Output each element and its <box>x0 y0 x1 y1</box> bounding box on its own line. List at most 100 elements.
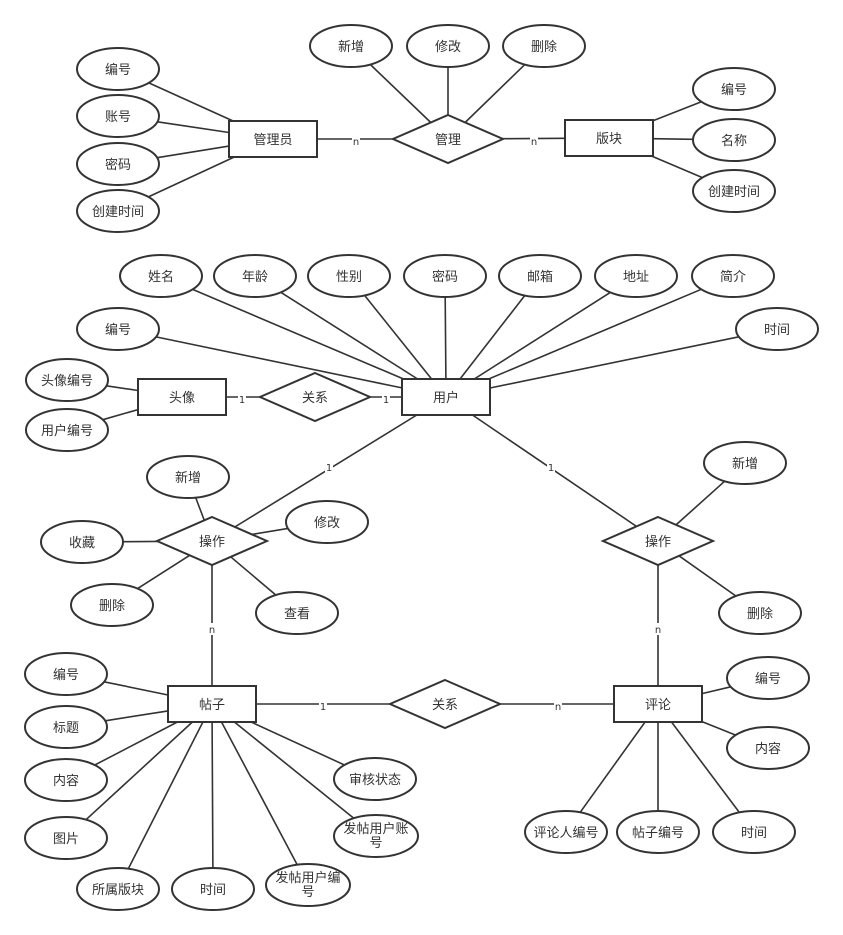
attribute-a_cmt_time: 时间 <box>712 810 796 854</box>
attribute-a_cmt_pid: 帖子编号 <box>616 810 700 854</box>
cardinality-bg <box>352 135 360 147</box>
entity-shape <box>613 685 703 723</box>
attribute-shape <box>406 24 490 68</box>
node-label: 时间 <box>764 323 790 338</box>
attribute-a_avatar_uid: 用户编号 <box>25 408 109 452</box>
edge-a_op1_view-to-rel_user_post_op <box>230 556 277 596</box>
node-label: 头像编号 <box>41 374 93 389</box>
edge-a_post_image-to-ent_post <box>85 721 193 821</box>
node-label: 内容 <box>53 773 79 789</box>
attribute-a_op1_view: 查看 <box>255 591 339 635</box>
relationship-shape <box>600 515 716 567</box>
cardinality-label: n <box>655 625 661 636</box>
attribute-shape <box>703 441 787 485</box>
attribute-a_manage_del: 删除 <box>502 24 586 68</box>
node-label: 姓名 <box>148 269 174 285</box>
cardinality-bg <box>530 135 538 147</box>
edge-a_user_age-to-ent_user <box>280 291 419 380</box>
attribute-a_op2_del: 删除 <box>718 591 802 635</box>
node-label: 用户编号 <box>41 423 93 439</box>
entity-shape <box>137 378 227 416</box>
entity-shape <box>564 119 654 157</box>
node-label: 头像 <box>169 391 195 406</box>
attribute-shape <box>691 254 775 298</box>
node-label: 新增 <box>175 470 201 486</box>
attribute-a_user_addr: 地址 <box>594 254 678 298</box>
cardinality-label: n <box>555 702 561 713</box>
attribute-a_post_account: 发帖用户账号 <box>333 814 419 858</box>
attribute-shape <box>726 726 810 770</box>
attribute-shape <box>76 142 160 186</box>
node-label: 账号 <box>105 110 131 125</box>
edge-a_post_title-to-ent_post <box>105 710 169 722</box>
edge-a_user_id-to-ent_user <box>155 336 403 389</box>
node-label: 收藏 <box>69 536 95 551</box>
node-label: 新增 <box>338 39 364 55</box>
nodes-layer: 管理员版块用户头像帖子评论管理关系操作操作关系编号账号密码创建时间新增修改删除编… <box>24 24 819 911</box>
attribute-shape <box>718 591 802 635</box>
edge-a_user_name-to-ent_user <box>192 288 404 380</box>
attribute-a_post_board: 所属版块 <box>76 867 160 911</box>
cardinality-bg <box>319 700 327 712</box>
edge-a_user_email-to-ent_user <box>459 295 526 380</box>
attribute-shape <box>146 455 230 499</box>
node-label: 评论 <box>645 698 671 713</box>
attribute-shape <box>25 408 109 452</box>
edge-a_post_content-to-ent_post <box>94 721 178 766</box>
node-label: 创建时间 <box>92 205 144 220</box>
node-label: 发帖用户账号 <box>343 821 408 851</box>
edge-a_post_id-to-ent_post <box>103 681 169 696</box>
entity-ent_admin: 管理员 <box>228 120 318 158</box>
attribute-a_post_id: 编号 <box>24 652 108 696</box>
node-label: 地址 <box>623 270 649 285</box>
node-label: 审核状态 <box>349 773 401 788</box>
attribute-a_board_id: 编号 <box>692 67 776 111</box>
attribute-a_user_name: 姓名 <box>119 254 203 298</box>
entity-shape <box>167 685 257 723</box>
edge-a_admin_id-to-ent_admin <box>148 82 234 122</box>
attribute-shape <box>333 757 417 801</box>
attribute-shape <box>119 254 203 298</box>
relationship-shape <box>387 678 503 730</box>
edge-a_user_gender-to-ent_user <box>363 294 433 380</box>
attribute-a_user_age: 年龄 <box>213 254 297 298</box>
edge-a_admin_account-to-ent_admin <box>157 121 230 134</box>
attribute-a_op2_add: 新增 <box>703 441 787 485</box>
attribute-a_manage_edit: 修改 <box>406 24 490 68</box>
attribute-a_user_email: 邮箱 <box>498 254 582 298</box>
node-label: 编号 <box>755 672 781 687</box>
attribute-shape <box>692 118 776 162</box>
node-label: 关系 <box>432 698 458 713</box>
edge-a_post_uid-to-ent_post <box>220 721 298 866</box>
attribute-a_user_intro: 简介 <box>691 254 775 298</box>
attribute-a_post_image: 图片 <box>24 816 108 860</box>
cardinality-bg <box>547 461 555 473</box>
edge-ent_board-to-a_board_name <box>652 137 694 141</box>
node-label: 图片 <box>53 832 79 847</box>
edge-a_user_addr-to-ent_user <box>473 291 611 380</box>
node-label: 编号 <box>105 323 131 338</box>
relationship-shape <box>154 515 270 567</box>
node-label: 查看 <box>284 606 310 622</box>
edge-ent_comment-to-a_cmt_id <box>701 686 731 695</box>
node-label: 时间 <box>741 826 767 841</box>
edge-a_post_time-to-ent_post <box>211 721 214 869</box>
attribute-a_user_pwd: 密码 <box>403 254 487 298</box>
edge-ent_comment-to-a_cmt_content <box>701 720 736 736</box>
attribute-a_manage_add: 新增 <box>309 24 393 68</box>
attribute-a_avatar_id: 头像编号 <box>25 358 109 402</box>
node-label: 管理员 <box>253 133 292 148</box>
attribute-shape <box>171 867 255 911</box>
node-label: 邮箱 <box>527 269 553 285</box>
relationship-shape <box>257 371 373 423</box>
node-label: 版块 <box>596 132 622 147</box>
attribute-a_post_time: 时间 <box>171 867 255 911</box>
node-label: 年龄 <box>242 270 268 285</box>
attribute-shape <box>24 652 108 696</box>
edge-ent_board-to-a_board_ctime <box>651 155 703 179</box>
edge-a_admin_pwd-to-ent_admin <box>156 145 230 159</box>
node-label: 删除 <box>747 607 773 622</box>
node-label: 编号 <box>105 63 131 78</box>
attribute-a_user_id: 编号 <box>76 307 160 351</box>
